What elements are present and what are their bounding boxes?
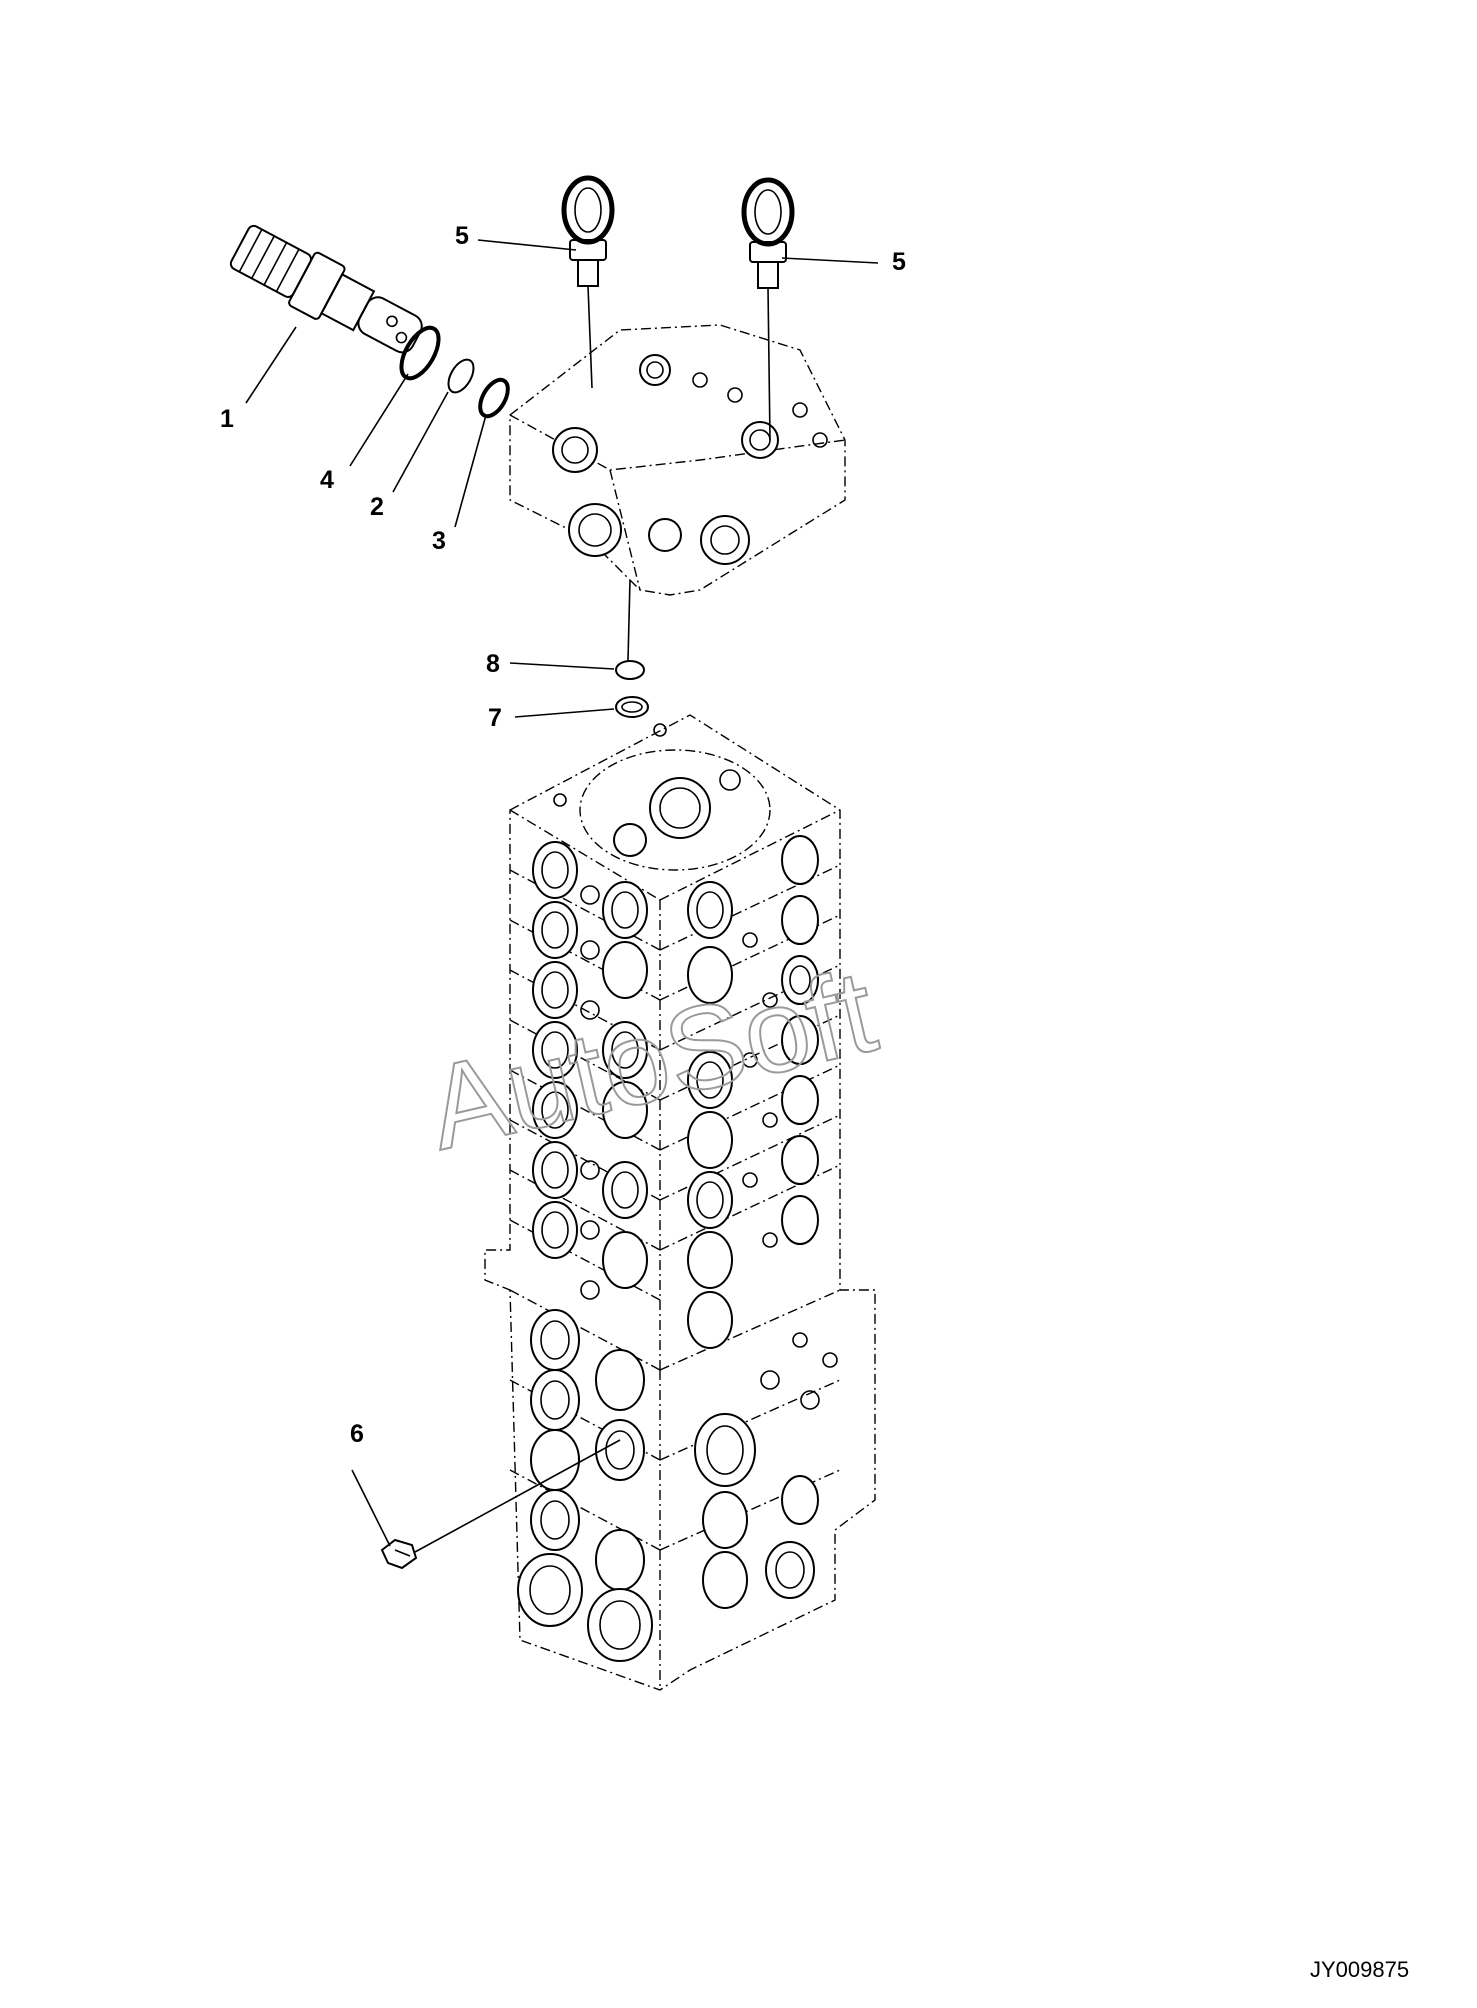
eye-bolt-icon — [741, 177, 795, 441]
drawing-code: JY009875 — [1310, 1957, 1409, 1982]
callout-5-left: 5 — [455, 222, 469, 250]
callout-7: 7 — [488, 704, 502, 732]
watermark-text: AutoSoft — [416, 945, 887, 1175]
plug-7 — [615, 696, 649, 718]
callout-8: 8 — [486, 650, 500, 678]
callout-4: 4 — [320, 466, 334, 494]
callout-3: 3 — [432, 527, 446, 555]
plug-icon — [380, 1538, 418, 1570]
valve-cover-block — [509, 324, 846, 596]
callout-2: 2 — [370, 493, 384, 521]
eye-bolt-icon — [561, 175, 615, 389]
relief-valve-icon — [229, 224, 423, 354]
o-ring-8 — [615, 660, 645, 680]
o-ring-3 — [478, 377, 510, 419]
callout-1: 1 — [220, 405, 234, 433]
callout-6: 6 — [350, 1420, 364, 1448]
callout-5-right: 5 — [892, 248, 906, 276]
backup-ring-2 — [447, 358, 475, 394]
control-valve-body — [484, 714, 876, 1691]
